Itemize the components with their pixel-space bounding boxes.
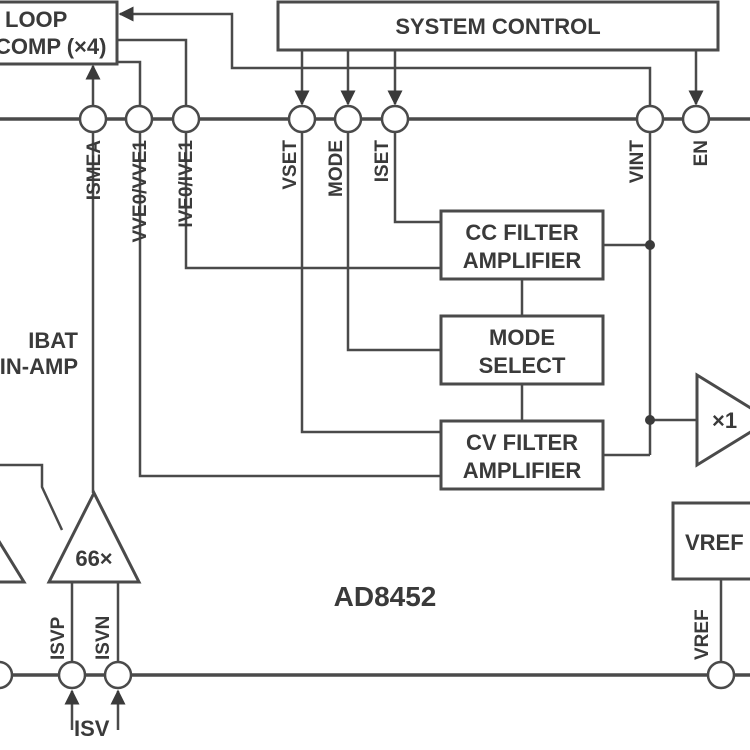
buffer-x1-amplifier: ×1 [695, 372, 750, 468]
label-en: EN [691, 140, 712, 166]
top-pin-labels: ISMEA VVE0/VVE1 IVE0/IVE1 VSET MODE ISET… [84, 140, 712, 243]
ibat-label-line2: IN-AMP [0, 354, 78, 379]
gain-66x-label: 66× [75, 546, 112, 571]
label-isvp: ISVP [48, 616, 69, 660]
loop-comp-label-line2: COMP (×4) [0, 34, 106, 59]
pin-vref [706, 660, 736, 690]
label-isvn: ISVN [93, 616, 114, 660]
mode-select-label-line1: MODE [489, 325, 555, 350]
pins [0, 104, 736, 690]
junction-dot-buffer [645, 415, 655, 425]
cc-filter-label-line1: CC FILTER [465, 220, 578, 245]
system-control-label: SYSTEM CONTROL [395, 14, 600, 39]
cv-filter-amplifier-block: CV FILTER AMPLIFIER [439, 419, 605, 491]
pin-iset [380, 104, 410, 134]
pin-ismea [78, 104, 108, 134]
bottom-pin-labels: ISVP ISVN VREF [48, 609, 713, 660]
pin-ive0-ive1 [171, 104, 201, 134]
buffer-x1-label: ×1 [712, 408, 737, 433]
label-ive0-ive1: IVE0/IVE1 [176, 140, 197, 228]
loop-comp-block: LOOP COMP (×4) [0, 0, 119, 66]
label-vset: VSET [280, 140, 301, 190]
pin-bottom-left [0, 660, 14, 690]
vref-block: VREF [671, 501, 750, 581]
label-iset: ISET [372, 140, 393, 183]
loop-comp-label-line1: LOOP [5, 7, 67, 32]
wiring [0, 6, 723, 730]
label-vref-pin: VREF [692, 609, 713, 660]
chip-name: AD8452 [334, 581, 437, 612]
label-vint: VINT [627, 140, 648, 184]
label-mode: MODE [326, 140, 347, 197]
label-vve0-vve1: VVE0/VVE1 [130, 140, 151, 243]
cv-filter-label-line2: AMPLIFIER [463, 458, 582, 483]
pin-mode [333, 104, 363, 134]
pin-vset [287, 104, 317, 134]
mode-select-block: MODE SELECT [439, 314, 605, 386]
cc-filter-amplifier-block: CC FILTER AMPLIFIER [439, 209, 605, 281]
ibat-label-line1: IBAT [28, 328, 78, 353]
partial-left-amplifier [0, 540, 27, 584]
pin-vint [635, 104, 665, 134]
system-control-block: SYSTEM CONTROL [276, 0, 720, 52]
pin-vve0-vve1 [124, 104, 154, 134]
junction-dot-cc [645, 240, 655, 250]
external-isv-label: ISV [74, 716, 110, 741]
cv-filter-label-line1: CV FILTER [466, 430, 578, 455]
cc-filter-label-line2: AMPLIFIER [463, 248, 582, 273]
pin-isvp [57, 660, 87, 690]
mode-select-label-line2: SELECT [479, 353, 566, 378]
label-ismea: ISMEA [84, 140, 105, 200]
pin-en [681, 104, 711, 134]
vref-block-label: VREF [685, 530, 744, 555]
pin-isvn [103, 660, 133, 690]
gain-66x-amplifier: 66× [46, 489, 142, 584]
